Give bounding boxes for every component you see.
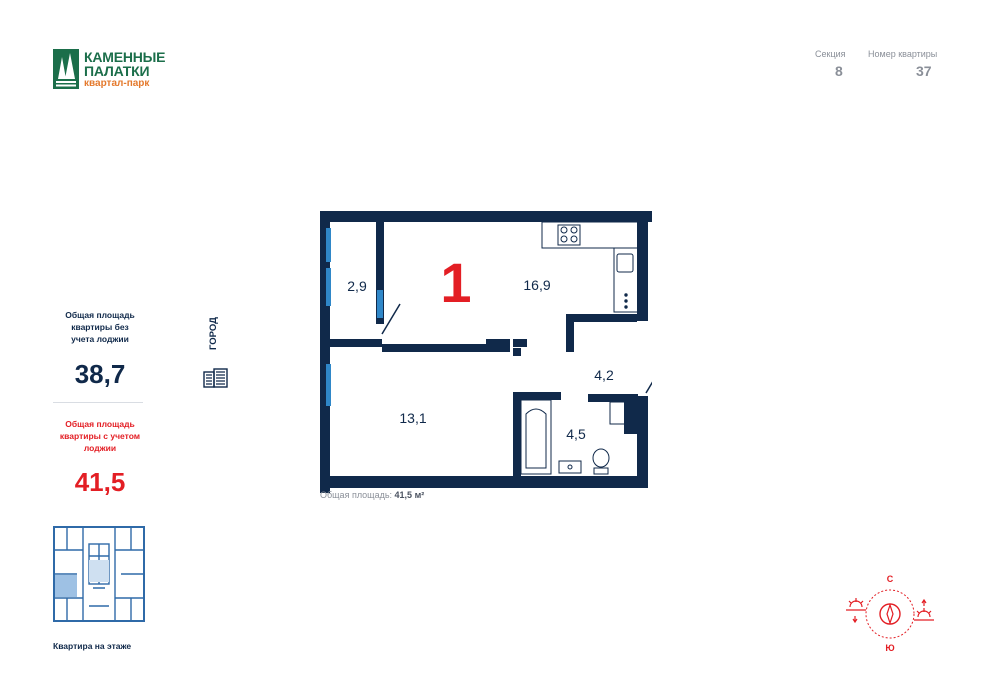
forest-logo-icon [53,49,79,89]
minimap-current-apartment [55,575,77,597]
city-buildings-icon [203,368,228,388]
logo-title-line2: ПАЛАТКИ [84,63,150,79]
room-area-loggia: 2,9 [347,278,367,294]
area-without-loggia-caption: Общая площадь квартиры без учета лоджии [65,310,135,344]
area-with-loggia-value: 41,5 [74,467,126,497]
minimap-label: Квартира на этаже [53,641,132,651]
room-area-hall: 4,2 [594,367,614,383]
area-with-loggia-caption: Общая площадь квартиры с учетом лоджии [59,419,141,453]
total-area-caption: Общая площадь: 41,5 м² [320,490,425,500]
plan-windows [326,228,383,406]
bathroom-fixtures [520,399,627,475]
kitchen-fixtures [541,221,639,313]
floor-plan: 1 2,9 16,9 4,2 13,1 4,5 [320,211,652,493]
section-label: Секция [815,49,846,59]
apartment-number-value: 37 [916,63,932,79]
plan-walls [320,211,652,493]
sunset-icon [914,598,934,621]
compass-south-label: Ю [885,643,894,653]
compass-rose: С Ю [846,574,934,653]
section-value: 8 [835,63,843,79]
logo-subtitle: квартал-парк [84,78,150,89]
floor-minimap[interactable] [53,526,145,622]
room-area-kitchen-living: 16,9 [523,277,550,293]
total-area-value: 41,5 м² [394,490,425,500]
compass-north-label: С [887,574,894,584]
city-direction-label: ГОРОД [208,317,219,350]
room-count: 1 [440,251,471,314]
brand-logo: КАМЕННЫЕ ПАЛАТКИ квартал-парк [53,49,183,91]
area-without-loggia-value: 38,7 [74,359,126,389]
sunrise-icon [846,598,866,624]
plan-door-swings [381,303,652,394]
divider [53,402,143,403]
room-area-bedroom: 13,1 [399,410,426,426]
room-area-bathroom: 4,5 [566,426,586,442]
apartment-number-label: Номер квартиры [868,49,938,59]
logo-title-line1: КАМЕННЫЕ [84,49,166,65]
